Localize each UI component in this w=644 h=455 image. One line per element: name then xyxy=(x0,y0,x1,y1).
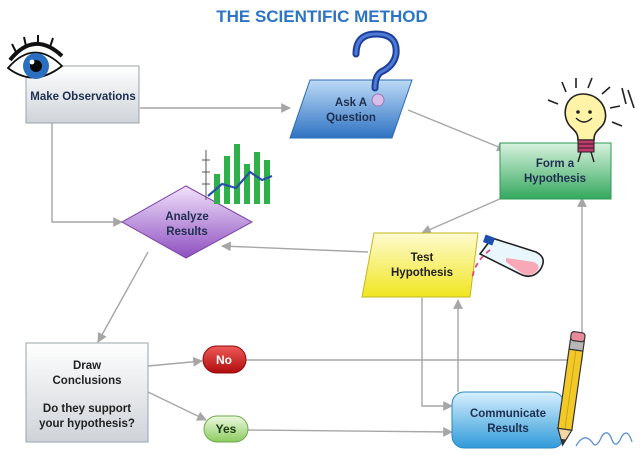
conclusions-label-line4: your hypothesis? xyxy=(39,418,135,430)
flask-icon xyxy=(471,234,544,281)
test-label-line2: Hypothesis xyxy=(391,267,453,279)
hypothesis-label-line1: Form a xyxy=(536,158,575,170)
pencil-icon xyxy=(557,331,633,447)
arrow-hypothesis-to-test xyxy=(421,197,503,234)
conclusions-label-line2: Conclusions xyxy=(52,375,121,387)
yes-label: Yes xyxy=(216,422,237,436)
page-title: THE SCIENTIFIC METHOD xyxy=(216,7,428,26)
node-draw-conclusions: Draw Conclusions Do they support your hy… xyxy=(25,342,149,443)
analyze-label-line1: Analyze xyxy=(165,211,208,223)
question-parallelogram xyxy=(289,79,413,139)
arrow-conclusions-to-no xyxy=(147,356,203,367)
yes-pill xyxy=(203,415,249,443)
node-test-hypothesis: Test Hypothesis xyxy=(361,232,479,298)
arrow-question-to-hypothesis xyxy=(407,109,507,152)
node-analyze-results: Analyze Results xyxy=(120,185,254,259)
arrow-analyze-to-conclusions xyxy=(97,251,149,343)
conclusions-box xyxy=(25,342,149,443)
arrow-observations-to-analyze xyxy=(51,123,123,227)
no-label: No xyxy=(216,353,232,367)
observations-label: Make Observations xyxy=(30,91,135,103)
conclusions-label-line3: Do they support xyxy=(43,403,131,415)
communicate-box xyxy=(451,391,565,449)
node-communicate-results: Communicate Results xyxy=(451,391,565,449)
lightbulb-icon xyxy=(547,77,635,163)
question-mark-icon xyxy=(352,30,400,107)
arrow-conclusions-to-yes xyxy=(147,391,207,421)
decision-no: No xyxy=(202,345,247,374)
test-label-line1: Test xyxy=(411,252,434,264)
communicate-label-line1: Communicate xyxy=(470,408,546,420)
no-pill xyxy=(202,345,247,374)
decision-yes: Yes xyxy=(203,415,249,443)
arrow-yes-to-communicate xyxy=(247,427,453,437)
conclusions-label-line1: Draw xyxy=(73,360,101,372)
analyze-label-line2: Results xyxy=(166,226,208,238)
question-label-line1: Ask A xyxy=(335,97,367,109)
communicate-label-line2: Results xyxy=(487,423,529,435)
analyze-diamond xyxy=(120,185,254,259)
arrow-test-to-communicate xyxy=(421,298,453,411)
question-label-line2: Question xyxy=(326,112,376,124)
bar-chart-icon xyxy=(202,144,273,204)
arrow-test-to-analyze xyxy=(221,241,369,253)
test-box xyxy=(361,232,479,298)
hypothesis-label-line2: Hypothesis xyxy=(524,173,586,185)
eye-icon xyxy=(6,35,64,79)
node-ask-question: Ask A Question xyxy=(289,79,413,139)
